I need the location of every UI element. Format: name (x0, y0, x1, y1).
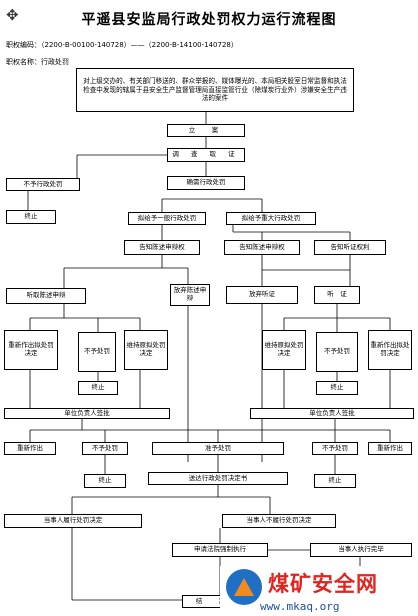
no-penalty-box: 不予行政处罚 (6, 178, 80, 191)
uphold-decision-box-right: 维持原拟处罚决定 (262, 330, 306, 370)
case-source-box: 对上级交办的、有关部门移送的、群众举报的、媒体曝光的、本局相关股室日常监督和执法… (76, 68, 354, 112)
uphold-decision-box-left: 维持原拟处罚决定 (124, 330, 168, 370)
notify-hearing-box: 告知听证权利 (314, 240, 386, 255)
file-case-box: 立 案 (167, 124, 245, 137)
terminate-box-3: 终止 (316, 381, 358, 395)
party-not-comply-box: 当事人不履行处罚决定 (222, 514, 336, 528)
no-penalty2-box-right: 不予处罚 (312, 442, 358, 455)
no-penalty2-box-left: 不予处罚 (82, 442, 128, 455)
penalty-needed-box: 确需行政处罚 (167, 176, 245, 190)
reissue-decision-box-right: 重新作出拟处罚决定 (368, 330, 412, 370)
general-penalty-box: 拟给予一般行政处罚 (128, 212, 206, 225)
court-enforcement-box: 申请法院强制执行 (172, 543, 268, 557)
hearing-box: 听 证 (314, 286, 360, 304)
notify-statement-box-left: 告知陈述申辩权 (124, 240, 200, 255)
party-complies-box: 当事人履行处罚决定 (4, 514, 142, 528)
leader-approval-box-left: 单位负责人签批 (4, 408, 170, 419)
authority-name: 职权名称：行政处罚 (6, 58, 69, 66)
approve-penalty-box: 准予处罚 (152, 442, 284, 455)
watermark-brand: 煤矿安全网 (268, 572, 378, 596)
investigation-box: 调 查 取 证 (167, 148, 245, 162)
terminate-box-4: 终止 (84, 474, 126, 488)
leader-approval-box-right: 单位负责人签批 (250, 408, 414, 419)
waive-statement-box: 放弃陈述申辩 (170, 284, 210, 306)
terminate-box-2: 终止 (78, 381, 118, 395)
execution-complete-box: 当事人执行完毕 (310, 543, 412, 557)
waive-hearing-box: 放弃听证 (226, 286, 298, 304)
redo-box-right: 重新作出 (368, 442, 412, 455)
watermark-url: www.mkaq.org (260, 600, 340, 613)
hear-statement-box: 听取陈述申辩 (6, 288, 86, 304)
terminate-box-5: 终止 (314, 474, 356, 488)
watermark-logo-icon (226, 569, 262, 605)
move-cursor-icon: ✥ (6, 6, 19, 24)
reissue-decision-box-left: 重新作出拟处罚决定 (4, 330, 58, 370)
authority-code: 职权编码：（2200-B-00100-140728）——（2200-B-1410… (6, 41, 238, 49)
deliver-decision-box: 送达行政处罚决定书 (148, 472, 288, 485)
major-penalty-box: 拟给予重大行政处罚 (226, 212, 316, 225)
page-title: 平遥县安监局行政处罚权力运行流程图 (81, 12, 337, 28)
redo-box-left: 重新作出 (4, 442, 56, 455)
notify-statement-box-middle: 告知陈述申辩权 (224, 240, 300, 255)
watermark: 煤矿安全网 www.mkaq.org (220, 566, 418, 616)
no-penalty-box-left: 不予处罚 (78, 332, 116, 372)
terminate-box-1: 终止 (6, 210, 56, 224)
no-penalty-box-right: 不予处罚 (316, 332, 358, 372)
